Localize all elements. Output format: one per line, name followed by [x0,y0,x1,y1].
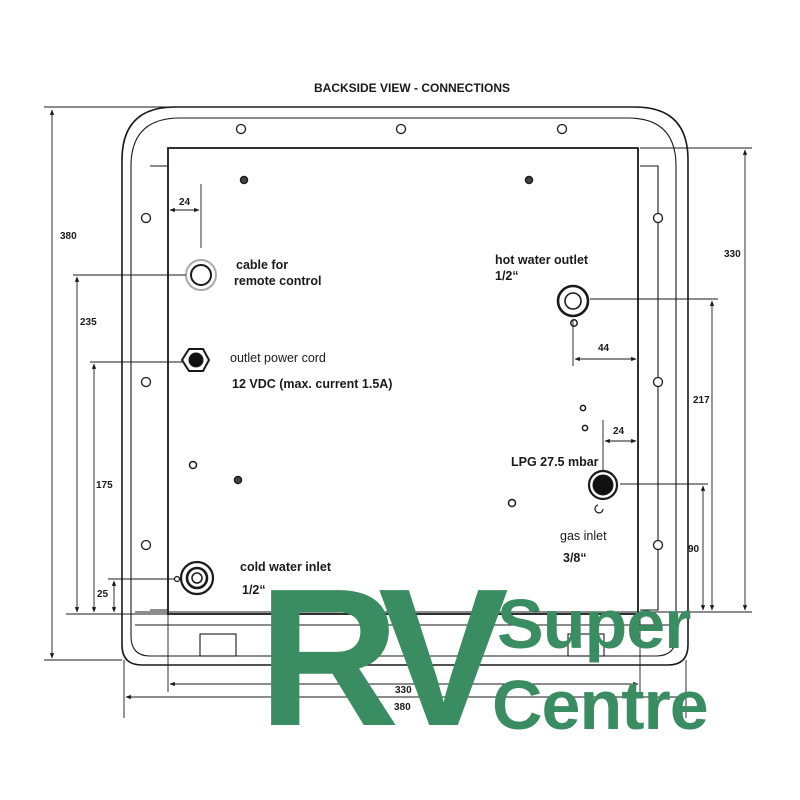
outer-frame [121,106,689,666]
dim-gas-offset: 24 [613,426,625,437]
dim-right-height: 330 [724,249,741,260]
dim-cold-water-height: 25 [97,589,109,600]
dim-power-height: 175 [96,480,113,491]
gas-port [587,469,619,501]
cold-water-port [173,560,215,596]
dim-left-height: 380 [60,231,77,242]
right-tab [640,165,659,611]
left-tab [150,165,169,611]
heater-body [167,147,639,615]
label-cold-water: cold water inlet [240,560,331,574]
diagram-title: BACKSIDE VIEW - CONNECTIONS [313,81,510,95]
label-cable-line1: cable for [236,258,289,272]
label-power-spec: 12 VDC (max. current 1.5A) [232,377,393,391]
dim-gas-height: 90 [688,544,700,555]
bottom-foot-right [567,633,605,657]
logo-super-watermark: Super [497,585,691,663]
label-hot-water-size: 1/2“ [495,269,519,283]
power-cord-port [180,348,211,372]
logo-rv-watermark: RV [258,548,509,767]
label-hot-water: hot water outlet [495,253,589,267]
label-cable-line2: remote control [234,274,322,288]
label-lpg: LPG 27.5 mbar [511,455,599,469]
label-outlet-power-cord: outlet power cord [230,351,326,365]
label-gas-inlet-size: 3/8“ [563,551,587,565]
bottom-foot-left [199,633,237,657]
dim-inner-width: 330 [395,685,412,696]
dim-hot-water-height: 217 [693,395,710,406]
dim-outer-width: 380 [394,702,411,713]
logo-centre-watermark: Centre [492,666,709,744]
hot-water-port [556,284,590,318]
dim-cable-height: 235 [80,317,97,328]
inner-frame [130,117,677,657]
label-cold-water-size: 1/2“ [242,583,266,597]
cable-port [185,259,217,291]
dim-hot-water-offset: 44 [598,343,610,354]
label-gas-inlet: gas inlet [560,529,607,543]
dim-cable-offset: 24 [179,197,191,208]
